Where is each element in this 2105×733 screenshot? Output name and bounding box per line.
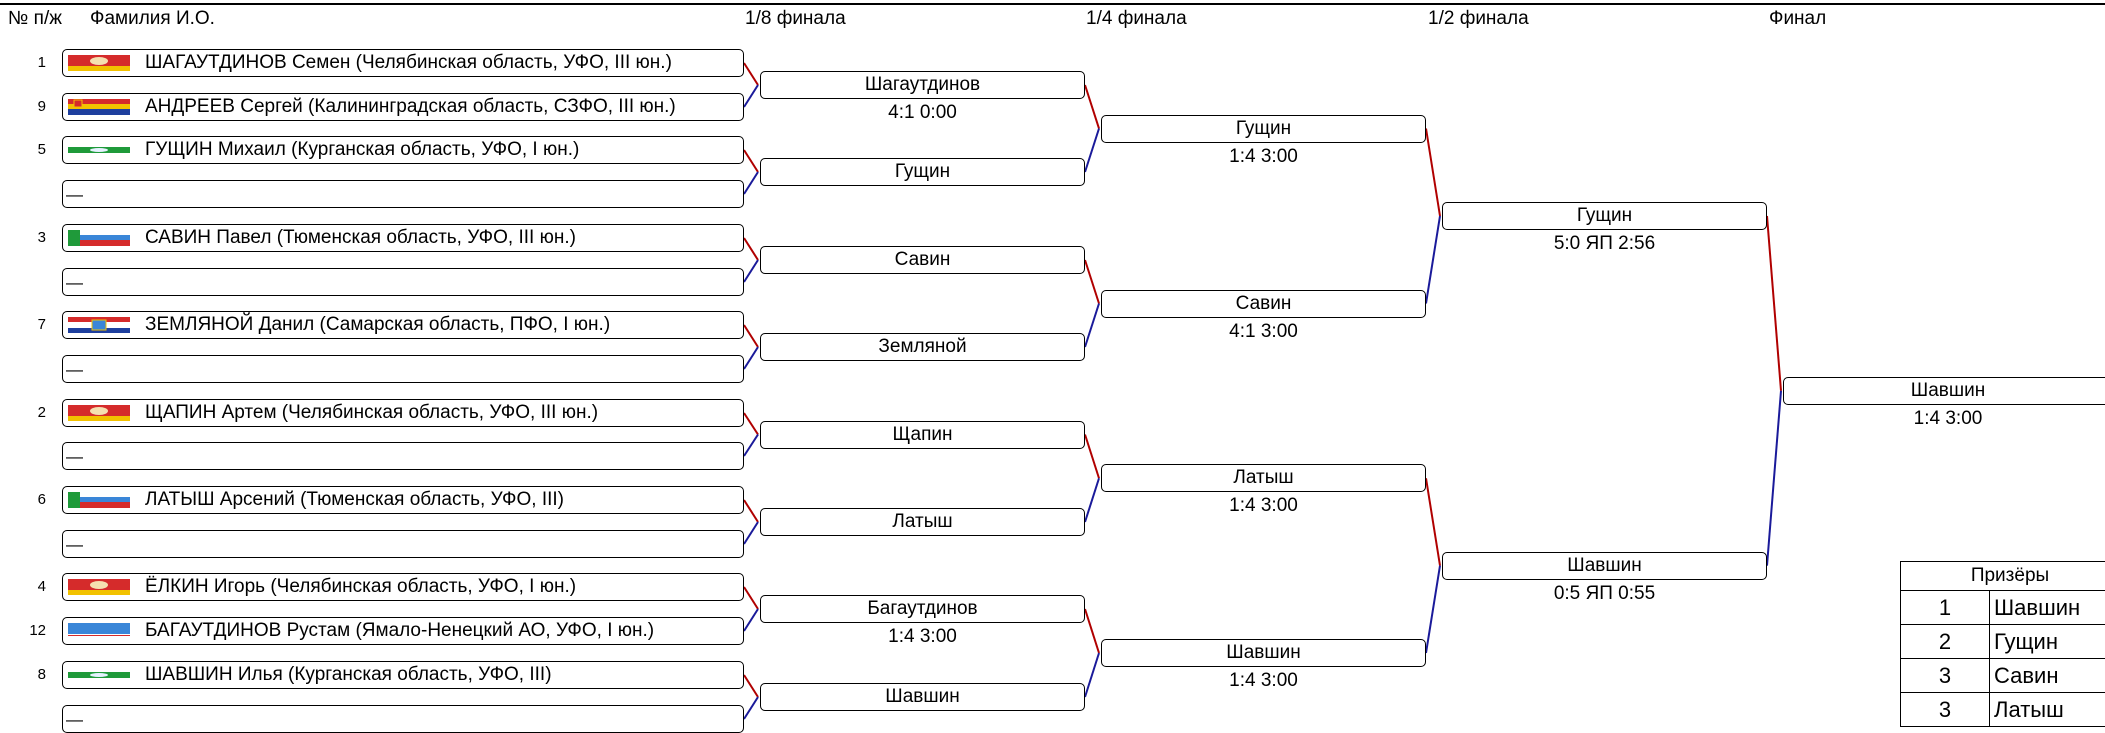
match-score: 0:5 ЯП 0:55 xyxy=(1442,583,1767,605)
participant-name: ЗЕМЛЯНОЙ Данил (Самарская область, ПФО, … xyxy=(145,314,610,336)
prize-place: 2 xyxy=(1901,625,1990,659)
seed-number: 9 xyxy=(6,93,46,121)
quarterfinal-winner[interactable]: Латыш xyxy=(1101,464,1426,492)
seed-number: 6 xyxy=(6,486,46,514)
semifinal-winner[interactable]: Шавшин xyxy=(1442,552,1767,580)
yamal-flag-icon xyxy=(68,623,130,639)
participant-name: САВИН Павел (Тюменская область, УФО, III… xyxy=(145,227,576,249)
quarterfinal-winner[interactable]: Гущин xyxy=(1101,115,1426,143)
prize-place: 3 xyxy=(1901,693,1990,727)
tyumen-flag-icon xyxy=(68,230,130,246)
prize-name: Савин xyxy=(1990,659,2105,693)
match-score: 1:4 3:00 xyxy=(1783,408,2105,430)
match-score: 4:1 0:00 xyxy=(760,102,1085,124)
round16-winner[interactable]: Земляной xyxy=(760,333,1085,361)
match-score: 5:0 ЯП 2:56 xyxy=(1442,233,1767,255)
participant-row[interactable]: — xyxy=(62,268,744,296)
participant-row[interactable]: — xyxy=(62,355,744,383)
participant-row[interactable]: БАГАУТДИНОВ Рустам (Ямало-Ненецкий АО, У… xyxy=(62,617,744,645)
participant-name: ЩАПИН Артем (Челябинская область, УФО, I… xyxy=(145,402,598,424)
participant-name: ГУЩИН Михаил (Курганская область, УФО, I… xyxy=(145,139,579,161)
seed-number: 12 xyxy=(6,617,46,645)
chelyabinsk-flag-icon xyxy=(68,405,130,421)
tyumen-flag-icon xyxy=(68,492,130,508)
match-score: 1:4 3:00 xyxy=(1101,670,1426,692)
participant-name: БАГАУТДИНОВ Рустам (Ямало-Ненецкий АО, У… xyxy=(145,620,654,642)
kurgan-flag-icon xyxy=(68,667,130,683)
seed-number: 4 xyxy=(6,573,46,601)
final-winner[interactable]: Шавшин xyxy=(1783,377,2105,405)
participant-name: ЁЛКИН Игорь (Челябинская область, УФО, I… xyxy=(145,576,576,598)
participant-row[interactable]: — xyxy=(62,705,744,733)
participant-row[interactable]: ЛАТЫШ Арсений (Тюменская область, УФО, I… xyxy=(62,486,744,514)
seed-number: 3 xyxy=(6,224,46,252)
round16-winner[interactable]: Щапин xyxy=(760,421,1085,449)
participant-row[interactable]: ШАГАУТДИНОВ Семен (Челябинская область, … xyxy=(62,49,744,77)
match-score: 4:1 3:00 xyxy=(1101,321,1426,343)
prize-name: Гущин xyxy=(1990,625,2105,659)
empty-slot: — xyxy=(66,273,83,293)
empty-slot: — xyxy=(66,185,83,205)
participant-name: ШАГАУТДИНОВ Семен (Челябинская область, … xyxy=(145,52,672,74)
empty-slot: — xyxy=(66,447,83,467)
round16-winner[interactable]: Шавшин xyxy=(760,683,1085,711)
round16-winner[interactable]: Латыш xyxy=(760,508,1085,536)
prize-place: 3 xyxy=(1901,659,1990,693)
participant-row[interactable]: ЁЛКИН Игорь (Челябинская область, УФО, I… xyxy=(62,573,744,601)
prize-name: Латыш xyxy=(1990,693,2105,727)
participant-name: ШАВШИН Илья (Курганская область, УФО, II… xyxy=(145,664,552,686)
samara-flag-icon xyxy=(68,317,130,333)
participant-row[interactable]: ЩАПИН Артем (Челябинская область, УФО, I… xyxy=(62,399,744,427)
empty-slot: — xyxy=(66,710,83,730)
seed-number: 7 xyxy=(6,311,46,339)
participant-row[interactable]: ШАВШИН Илья (Курганская область, УФО, II… xyxy=(62,661,744,689)
empty-slot: — xyxy=(66,535,83,555)
seed-number: 1 xyxy=(6,49,46,77)
match-score: 1:4 3:00 xyxy=(1101,146,1426,168)
quarterfinal-winner[interactable]: Савин xyxy=(1101,290,1426,318)
round16-winner[interactable]: Шагаутдинов xyxy=(760,71,1085,99)
participant-row[interactable]: — xyxy=(62,442,744,470)
kurgan-flag-icon xyxy=(68,142,130,158)
participant-row[interactable]: — xyxy=(62,530,744,558)
participant-name: ЛАТЫШ Арсений (Тюменская область, УФО, I… xyxy=(145,489,564,511)
empty-slot: — xyxy=(66,360,83,380)
seed-number: 8 xyxy=(6,661,46,689)
match-score: 1:4 3:00 xyxy=(760,626,1085,648)
prizes-title: Призёры xyxy=(1901,562,2105,591)
participant-row[interactable]: АНДРЕЕВ Сергей (Калининградская область,… xyxy=(62,93,744,121)
match-score: 1:4 3:00 xyxy=(1101,495,1426,517)
participant-row[interactable]: ЗЕМЛЯНОЙ Данил (Самарская область, ПФО, … xyxy=(62,311,744,339)
kaliningrad-flag-icon xyxy=(68,99,130,115)
seed-number: 5 xyxy=(6,136,46,164)
chelyabinsk-flag-icon xyxy=(68,579,130,595)
participant-row[interactable]: ГУЩИН Михаил (Курганская область, УФО, I… xyxy=(62,136,744,164)
seed-number: 2 xyxy=(6,399,46,427)
participant-row[interactable]: САВИН Павел (Тюменская область, УФО, III… xyxy=(62,224,744,252)
chelyabinsk-flag-icon xyxy=(68,55,130,71)
prize-name: Шавшин xyxy=(1990,591,2105,625)
prize-place: 1 xyxy=(1901,591,1990,625)
round16-winner[interactable]: Багаутдинов xyxy=(760,595,1085,623)
quarterfinal-winner[interactable]: Шавшин xyxy=(1101,639,1426,667)
participant-name: АНДРЕЕВ Сергей (Калининградская область,… xyxy=(145,96,676,118)
semifinal-winner[interactable]: Гущин xyxy=(1442,202,1767,230)
participant-row[interactable]: — xyxy=(62,180,744,208)
round16-winner[interactable]: Гущин xyxy=(760,158,1085,186)
round16-winner[interactable]: Савин xyxy=(760,246,1085,274)
